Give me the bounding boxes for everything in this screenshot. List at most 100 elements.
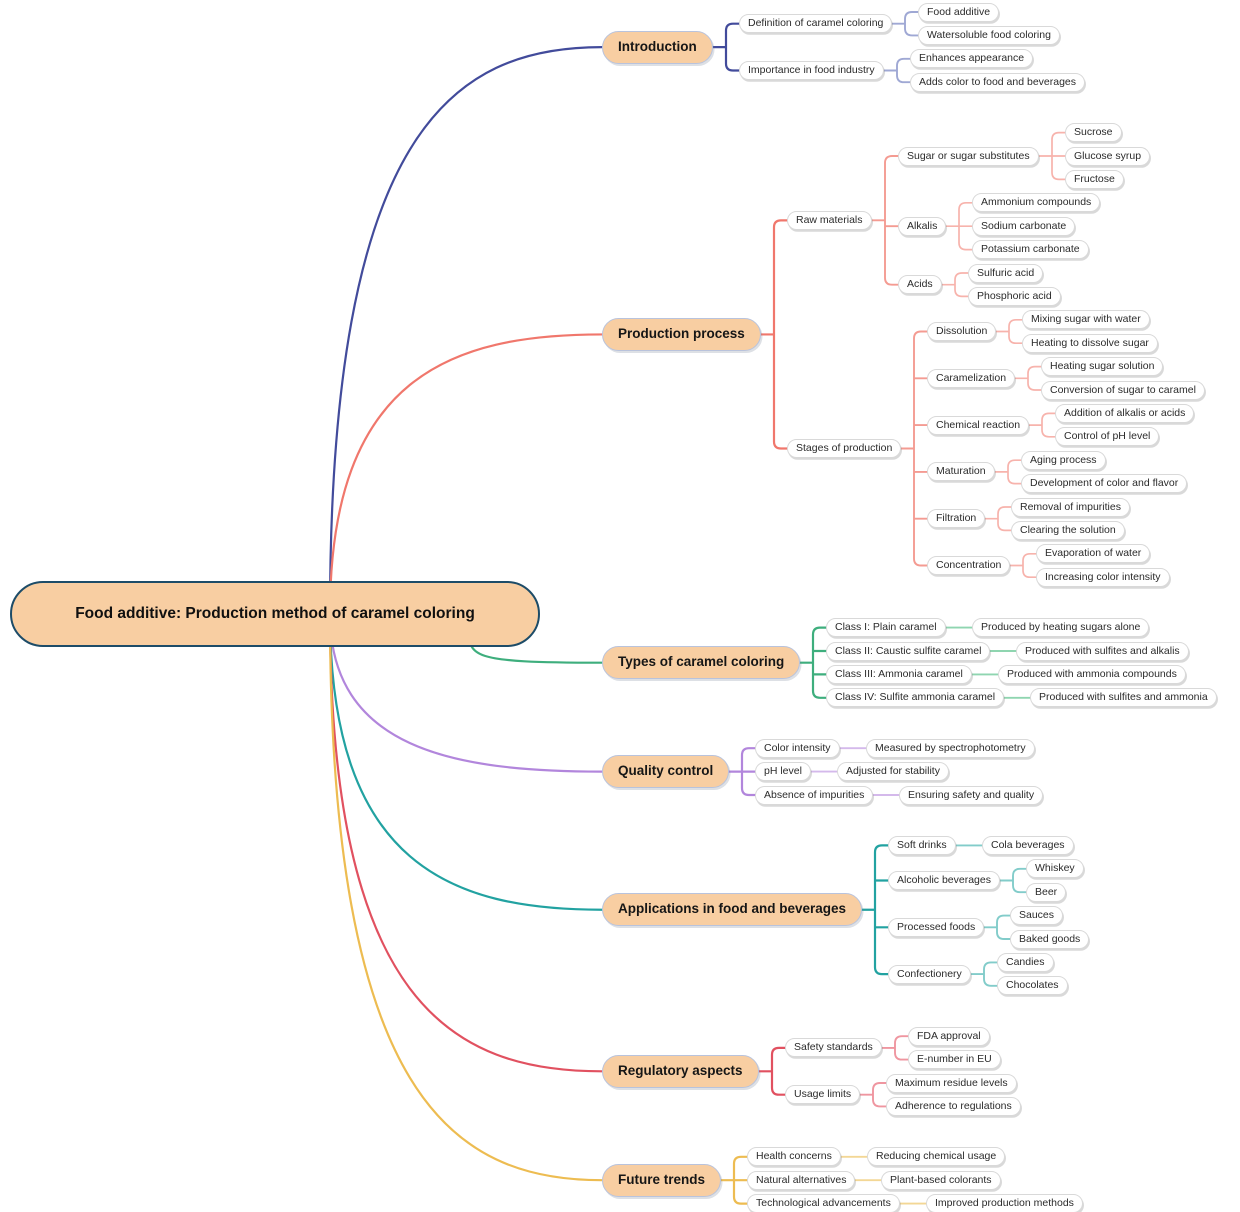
branch-node-future-trends[interactable]: Future trends <box>602 1163 722 1197</box>
links-applications-in-food-and-beverages <box>860 844 890 976</box>
node-safety-standards[interactable]: Safety standards <box>785 1038 882 1058</box>
node-natural-alternatives[interactable]: Natural alternatives <box>747 1170 856 1190</box>
link-root-future-trends <box>328 612 604 1182</box>
node-sauces[interactable]: Sauces <box>1010 906 1064 926</box>
node-class-iv-sulfite-ammonia-caramel[interactable]: Class IV: Sulfite ammonia caramel <box>826 688 1005 708</box>
node-watersoluble-food-coloring[interactable]: Watersoluble food coloring <box>918 25 1060 45</box>
node-adherence-to-regulations[interactable]: Adherence to regulations <box>886 1096 1021 1116</box>
node-plant-based-colorants[interactable]: Plant-based colorants <box>881 1170 1001 1190</box>
link-root-production-process <box>328 333 604 615</box>
node-ph-level[interactable]: pH level <box>755 762 811 782</box>
links-sugar-or-sugar-substitutes <box>1038 131 1066 181</box>
node-absence-of-impurities[interactable]: Absence of impurities <box>755 785 874 805</box>
node-produced-with-ammonia-compounds[interactable]: Produced with ammonia compounds <box>998 664 1186 684</box>
node-beer[interactable]: Beer <box>1026 882 1067 902</box>
node-sodium-carbonate[interactable]: Sodium carbonate <box>972 216 1076 236</box>
node-reducing-chemical-usage[interactable]: Reducing chemical usage <box>867 1147 1006 1167</box>
links-importance-in-food-industry <box>883 57 911 84</box>
node-processed-foods[interactable]: Processed foods <box>888 917 985 937</box>
link-root-introduction <box>328 46 604 615</box>
node-technological-advancements[interactable]: Technological advancements <box>747 1194 900 1212</box>
node-alcoholic-beverages[interactable]: Alcoholic beverages <box>888 871 1000 890</box>
node-usage-limits[interactable]: Usage limits <box>785 1085 861 1105</box>
links-chemical-reaction <box>1028 412 1056 438</box>
node-heating-sugar-solution[interactable]: Heating sugar solution <box>1041 357 1164 377</box>
node-produced-with-sulfites-and-ammonia[interactable]: Produced with sulfites and ammonia <box>1030 688 1217 708</box>
links-usage-limits <box>859 1082 887 1108</box>
links-alkalis <box>945 201 973 251</box>
node-sucrose[interactable]: Sucrose <box>1065 123 1122 143</box>
links-regulatory-aspects <box>757 1046 787 1096</box>
node-adjusted-for-stability[interactable]: Adjusted for stability <box>837 762 949 782</box>
node-development-of-color-and-flavor[interactable]: Development of color and flavor <box>1021 474 1188 494</box>
node-fructose[interactable]: Fructose <box>1065 169 1124 189</box>
branch-node-types-of-caramel-coloring[interactable]: Types of caramel coloring <box>602 646 801 680</box>
branch-node-quality-control[interactable]: Quality control <box>602 755 730 789</box>
node-class-iii-ammonia-caramel[interactable]: Class III: Ammonia caramel <box>826 664 972 684</box>
node-color-intensity[interactable]: Color intensity <box>755 738 840 758</box>
node-raw-materials[interactable]: Raw materials <box>787 210 872 230</box>
node-conversion-of-sugar-to-caramel[interactable]: Conversion of sugar to caramel <box>1041 380 1205 400</box>
node-evaporation-of-water[interactable]: Evaporation of water <box>1036 544 1151 564</box>
node-removal-of-impurities[interactable]: Removal of impurities <box>1011 497 1130 517</box>
links-stages-of-production <box>900 330 928 567</box>
node-baked-goods[interactable]: Baked goods <box>1010 929 1090 949</box>
node-addition-of-alkalis-or-acids[interactable]: Addition of alkalis or acids <box>1055 403 1195 423</box>
node-measured-by-spectrophotometry[interactable]: Measured by spectrophotometry <box>866 738 1035 758</box>
node-maturation[interactable]: Maturation <box>927 462 995 482</box>
node-heating-to-dissolve-sugar[interactable]: Heating to dissolve sugar <box>1022 333 1158 353</box>
node-sugar-or-sugar-substitutes[interactable]: Sugar or sugar substitutes <box>898 146 1039 166</box>
node-class-i-plain-caramel[interactable]: Class I: Plain caramel <box>826 618 946 638</box>
node-filtration[interactable]: Filtration <box>927 509 986 529</box>
node-clearing-the-solution[interactable]: Clearing the solution <box>1011 520 1125 540</box>
node-concentration[interactable]: Concentration <box>927 556 1011 575</box>
branch-node-introduction[interactable]: Introduction <box>602 30 713 64</box>
links-production-process <box>759 219 789 450</box>
branch-node-regulatory-aspects[interactable]: Regulatory aspects <box>602 1054 759 1088</box>
branch-node-applications-in-food-and-beverages[interactable]: Applications in food and beverages <box>602 893 863 927</box>
node-mixing-sugar-with-water[interactable]: Mixing sugar with water <box>1022 310 1150 330</box>
node-phosphoric-acid[interactable]: Phosphoric acid <box>968 286 1061 306</box>
links-maturation <box>994 459 1022 485</box>
node-enhances-appearance[interactable]: Enhances appearance <box>910 49 1034 69</box>
branch-node-production-process[interactable]: Production process <box>602 317 761 351</box>
node-cola-beverages[interactable]: Cola beverages <box>982 835 1074 855</box>
node-fda-approval[interactable]: FDA approval <box>908 1026 990 1046</box>
node-produced-with-sulfites-and-alkalis[interactable]: Produced with sulfites and alkalis <box>1016 641 1189 661</box>
node-alkalis[interactable]: Alkalis <box>898 216 947 236</box>
root-node[interactable]: Food additive: Production method of cara… <box>10 580 540 647</box>
node-control-of-ph-level[interactable]: Control of pH level <box>1055 427 1160 447</box>
node-class-ii-caustic-sulfite-caramel[interactable]: Class II: Caustic sulfite caramel <box>826 641 991 661</box>
node-improved-production-methods[interactable]: Improved production methods <box>926 1194 1083 1212</box>
node-e-number-in-eu[interactable]: E-number in EU <box>908 1050 1001 1070</box>
node-acids[interactable]: Acids <box>898 275 942 295</box>
links-future-trends <box>719 1155 749 1205</box>
node-whiskey[interactable]: Whiskey <box>1026 859 1084 879</box>
node-soft-drinks[interactable]: Soft drinks <box>888 835 956 855</box>
node-importance-in-food-industry[interactable]: Importance in food industry <box>739 61 884 80</box>
links-confectionery <box>970 961 998 987</box>
links-safety-standards <box>881 1035 909 1061</box>
node-produced-by-heating-sugars-alone[interactable]: Produced by heating sugars alone <box>972 618 1150 638</box>
node-ammonium-compounds[interactable]: Ammonium compounds <box>972 193 1101 213</box>
node-ensuring-safety-and-quality[interactable]: Ensuring safety and quality <box>899 785 1044 805</box>
node-increasing-color-intensity[interactable]: Increasing color intensity <box>1036 567 1170 587</box>
node-health-concerns[interactable]: Health concerns <box>747 1147 841 1167</box>
node-caramelization[interactable]: Caramelization <box>927 368 1016 388</box>
node-maximum-residue-levels[interactable]: Maximum residue levels <box>886 1073 1017 1093</box>
node-glucose-syrup[interactable]: Glucose syrup <box>1065 146 1151 166</box>
node-potassium-carbonate[interactable]: Potassium carbonate <box>972 240 1089 260</box>
node-confectionery[interactable]: Confectionery <box>888 964 971 984</box>
node-chocolates[interactable]: Chocolates <box>997 976 1068 996</box>
node-stages-of-production[interactable]: Stages of production <box>787 439 902 458</box>
node-sulfuric-acid[interactable]: Sulfuric acid <box>968 263 1044 283</box>
node-aging-process[interactable]: Aging process <box>1021 450 1106 470</box>
node-chemical-reaction[interactable]: Chemical reaction <box>927 415 1030 435</box>
node-candies[interactable]: Candies <box>997 952 1054 972</box>
node-adds-color-to-food-and-beverages[interactable]: Adds color to food and beverages <box>910 72 1086 92</box>
node-food-additive[interactable]: Food additive <box>918 2 1000 22</box>
node-dissolution[interactable]: Dissolution <box>927 322 997 341</box>
node-definition-of-caramel-coloring[interactable]: Definition of caramel coloring <box>739 14 893 34</box>
